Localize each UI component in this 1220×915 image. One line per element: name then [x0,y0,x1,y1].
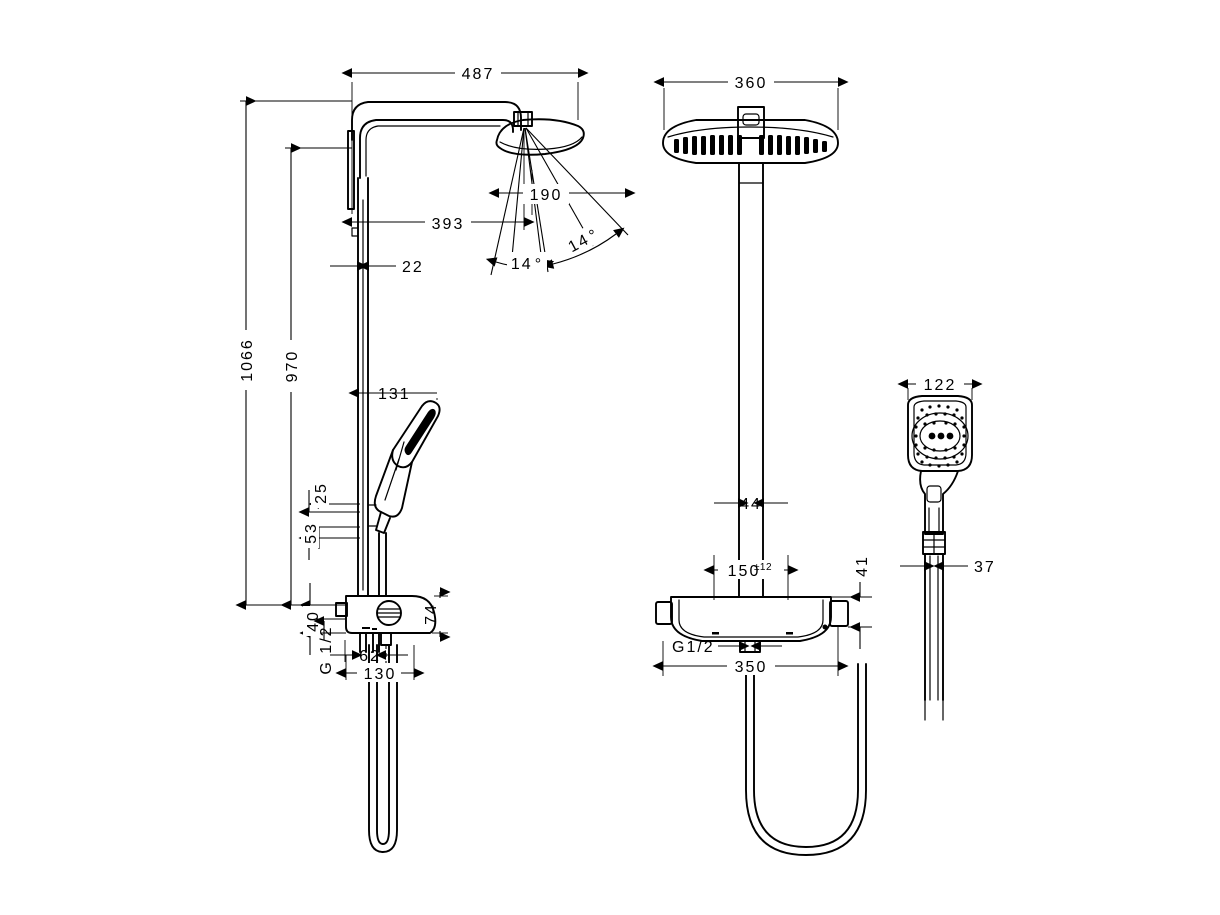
wall-mount-plate [347,130,355,210]
dimension-22: 22 [330,259,424,276]
spray-nozzle-pattern [914,404,966,468]
angle-14-right: 14° [562,219,610,257]
dimension-label-37: 37 [974,559,996,576]
side-view-group: 487 393 190 14° 14° [235,62,636,853]
dimension-label-487: 487 [462,66,495,83]
dimension-37: 37 [900,559,996,576]
dimension-label-393: 393 [432,216,465,233]
dimension-label-190: 190 [530,187,563,204]
overhead-shower-head-front [662,106,839,164]
dimension-487: 487 [341,62,589,214]
hand-shower-handle [919,470,959,701]
dimension-label-150: 150 [728,563,761,580]
dimension-label-25: 25 [313,482,330,504]
dimension-970: 970 [280,143,352,610]
hose-connection-segment [924,699,944,721]
dimension-label-130: 130 [364,666,397,683]
hand-shower-spray-face [907,395,973,472]
riser-pipe [351,177,369,597]
thread-label-g12-side: G 1/2 [313,616,346,675]
dimension-150: 150 ±12 [703,555,799,600]
dimension-label-53: 53 [303,522,320,544]
dimension-label-131: 131 [378,386,411,403]
dimension-122: 122 [897,374,983,400]
dimension-350: 350 [652,626,849,676]
overhead-shower-head [495,111,585,156]
dimension-62: 62 [330,640,408,668]
shower-hose-front [745,663,867,856]
dimension-label-1066: 1066 [239,338,256,382]
dimension-label-122: 122 [924,377,957,394]
dimension-label-41: 41 [854,555,871,577]
dimension-label-22: 22 [402,259,424,276]
dimension-44: 44 [714,496,788,513]
dimension-130: 130 [335,645,425,683]
dimension-label-44: 44 [740,496,762,513]
shower-hose [368,644,398,853]
hand-shower-holder [367,504,377,527]
angle-label-14-left: 14° [511,256,543,273]
dimension-label-360: 360 [735,75,768,92]
riser-pipe-front [738,162,764,598]
dimension-190: 190 [488,170,636,215]
dimension-360: 360 [653,72,849,130]
dimension-tolerance-150: ±12 [754,562,772,573]
dimension-1066: 1066 [235,96,352,610]
angle-14-left: 14° [507,252,547,273]
thread-label-text-g12-front: G1/2 [672,639,715,656]
dimension-label-74: 74 [423,603,440,625]
spray-jet-ring [674,135,827,155]
dimension-label-970: 970 [284,350,301,383]
dimension-label-350: 350 [735,659,768,676]
hand-shower [373,400,441,597]
front-view-group: 360 44 150 ±12 41 [652,72,872,856]
thermostat-valve-body [335,595,437,653]
thread-label-text-g12-side: G 1/2 [318,625,335,674]
dimension-label-62: 62 [359,648,381,665]
dimension-393: 393 [341,130,535,233]
dimension-41: 41 [832,550,872,649]
thread-label-g12-front: G1/2 [672,639,782,656]
dimension-74: 74 [423,587,451,642]
dimension-131: 131 [348,386,438,403]
shower-arm [351,101,522,179]
dimension-53: 53 [298,490,360,560]
hand-shower-detail-group: 122 37 [897,374,996,721]
